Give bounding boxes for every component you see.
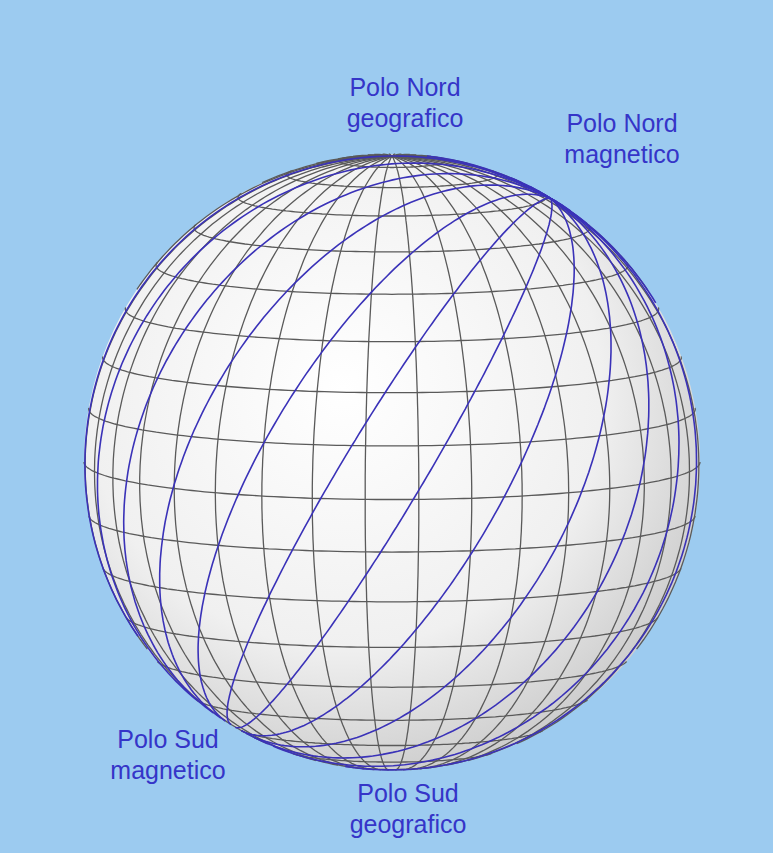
grid-line bbox=[262, 156, 392, 769]
grid-line bbox=[124, 174, 551, 713]
grid-line bbox=[235, 199, 552, 728]
pole-label: Polo Nord magnetico bbox=[537, 108, 707, 170]
grid-line bbox=[85, 156, 392, 649]
grid-line bbox=[84, 462, 700, 500]
grid-line bbox=[241, 199, 574, 736]
grid-line bbox=[137, 156, 392, 289]
pole-label: Polo Sud geografico bbox=[323, 778, 493, 840]
grid-line bbox=[273, 199, 679, 767]
grid-line bbox=[140, 156, 392, 765]
grid-line bbox=[238, 193, 546, 216]
grid-line bbox=[98, 163, 551, 700]
grid-line bbox=[365, 156, 392, 770]
grid-line bbox=[125, 307, 658, 341]
grid-line bbox=[246, 199, 611, 747]
grid-line bbox=[194, 225, 590, 252]
grid-line bbox=[392, 156, 472, 770]
grid-line bbox=[345, 199, 696, 770]
grid-line bbox=[198, 194, 550, 721]
grid-line bbox=[392, 156, 419, 770]
grid-line bbox=[392, 156, 610, 767]
geographic-grid bbox=[84, 154, 700, 770]
grid-line bbox=[392, 156, 644, 765]
grid-line bbox=[160, 185, 551, 718]
grid-line bbox=[85, 156, 550, 636]
grid-line bbox=[392, 156, 522, 769]
grid-line bbox=[392, 156, 690, 743]
grid-line bbox=[254, 199, 649, 759]
grid-line bbox=[174, 156, 392, 767]
grid-line bbox=[312, 156, 392, 770]
grid-line bbox=[227, 198, 550, 724]
pole-label: Polo Sud magnetico bbox=[83, 724, 253, 786]
magnetic-meridians bbox=[85, 156, 697, 770]
grid-line bbox=[392, 156, 647, 289]
grid-line bbox=[113, 156, 392, 760]
sphere bbox=[84, 154, 700, 770]
grid-line bbox=[392, 156, 671, 760]
pole-label: Polo Nord geografico bbox=[320, 72, 490, 134]
